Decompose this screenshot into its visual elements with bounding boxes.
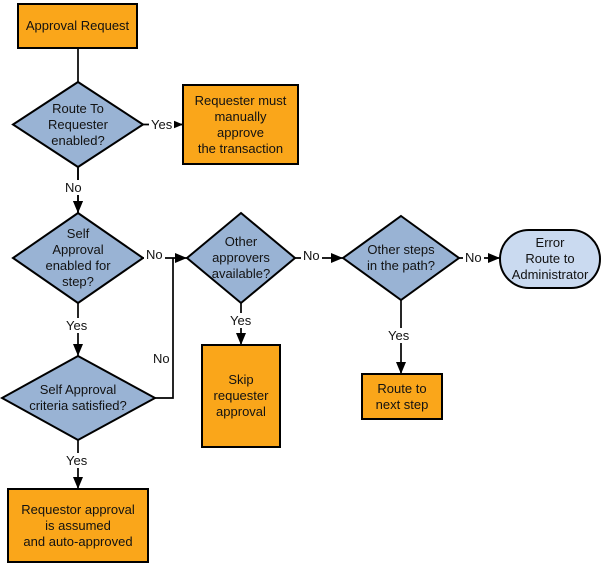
requester-manual-approve-box — [182, 84, 299, 165]
requestor-approval-assumed-box — [7, 488, 149, 563]
edge-label-criteria-no: No — [151, 351, 172, 366]
edge-label-self-approval-yes: Yes — [64, 318, 90, 333]
other-approvers-decision — [185, 211, 297, 305]
edge-label-self-approval-no: No — [144, 247, 165, 262]
edge-label-route-yes: Yes — [149, 117, 175, 132]
self-approval-enabled-decision — [11, 211, 145, 305]
error-route-to-administrator-terminator — [499, 229, 601, 289]
edge-label-criteria-yes: Yes — [64, 453, 90, 468]
edge-label-other-steps-yes: Yes — [386, 328, 412, 343]
route-to-next-step-box — [361, 373, 443, 420]
edge-label-other-approvers-yes: Yes — [228, 313, 254, 328]
skip-requester-approval-box — [201, 344, 281, 448]
approval-request-box — [17, 3, 138, 49]
other-steps-decision — [341, 214, 461, 302]
edge-criteria-no-elbow — [155, 258, 174, 399]
route-to-requester-decision — [11, 80, 145, 169]
self-approval-criteria-decision — [0, 354, 158, 442]
edge-label-route-no: No — [63, 180, 84, 195]
edge-label-other-steps-no: No — [463, 250, 484, 265]
edge-label-other-approvers-no: No — [301, 248, 322, 263]
